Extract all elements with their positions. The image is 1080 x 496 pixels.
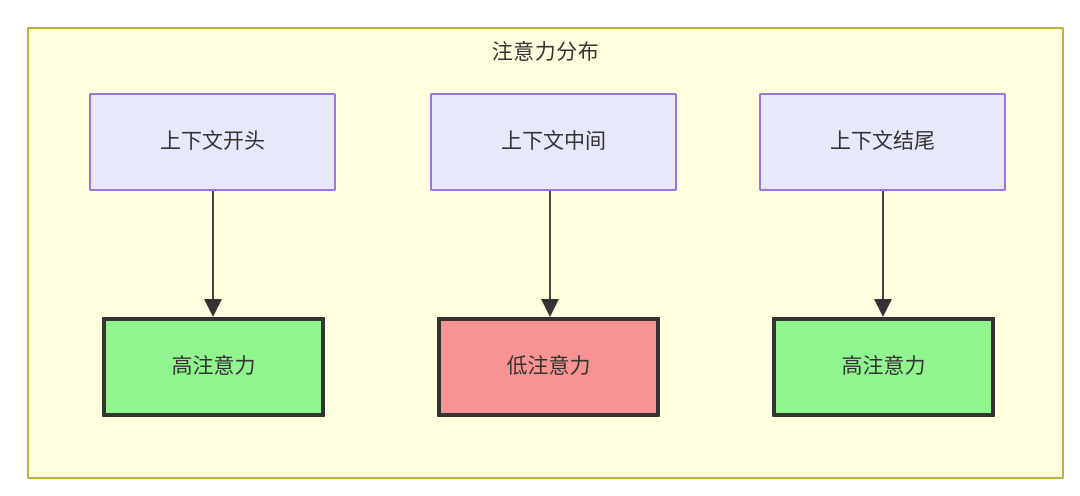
node-context-end[interactable]: 上下文结尾 [759, 93, 1006, 191]
node-high-attention-end[interactable]: 高注意力 [772, 317, 995, 417]
node-low-attention-middle[interactable]: 低注意力 [437, 317, 660, 417]
node-high-attention-start[interactable]: 高注意力 [102, 317, 325, 417]
node-context-start[interactable]: 上下文开头 [89, 93, 336, 191]
node-context-middle[interactable]: 上下文中间 [430, 93, 677, 191]
subgraph-title: 注意力分布 [491, 41, 600, 64]
